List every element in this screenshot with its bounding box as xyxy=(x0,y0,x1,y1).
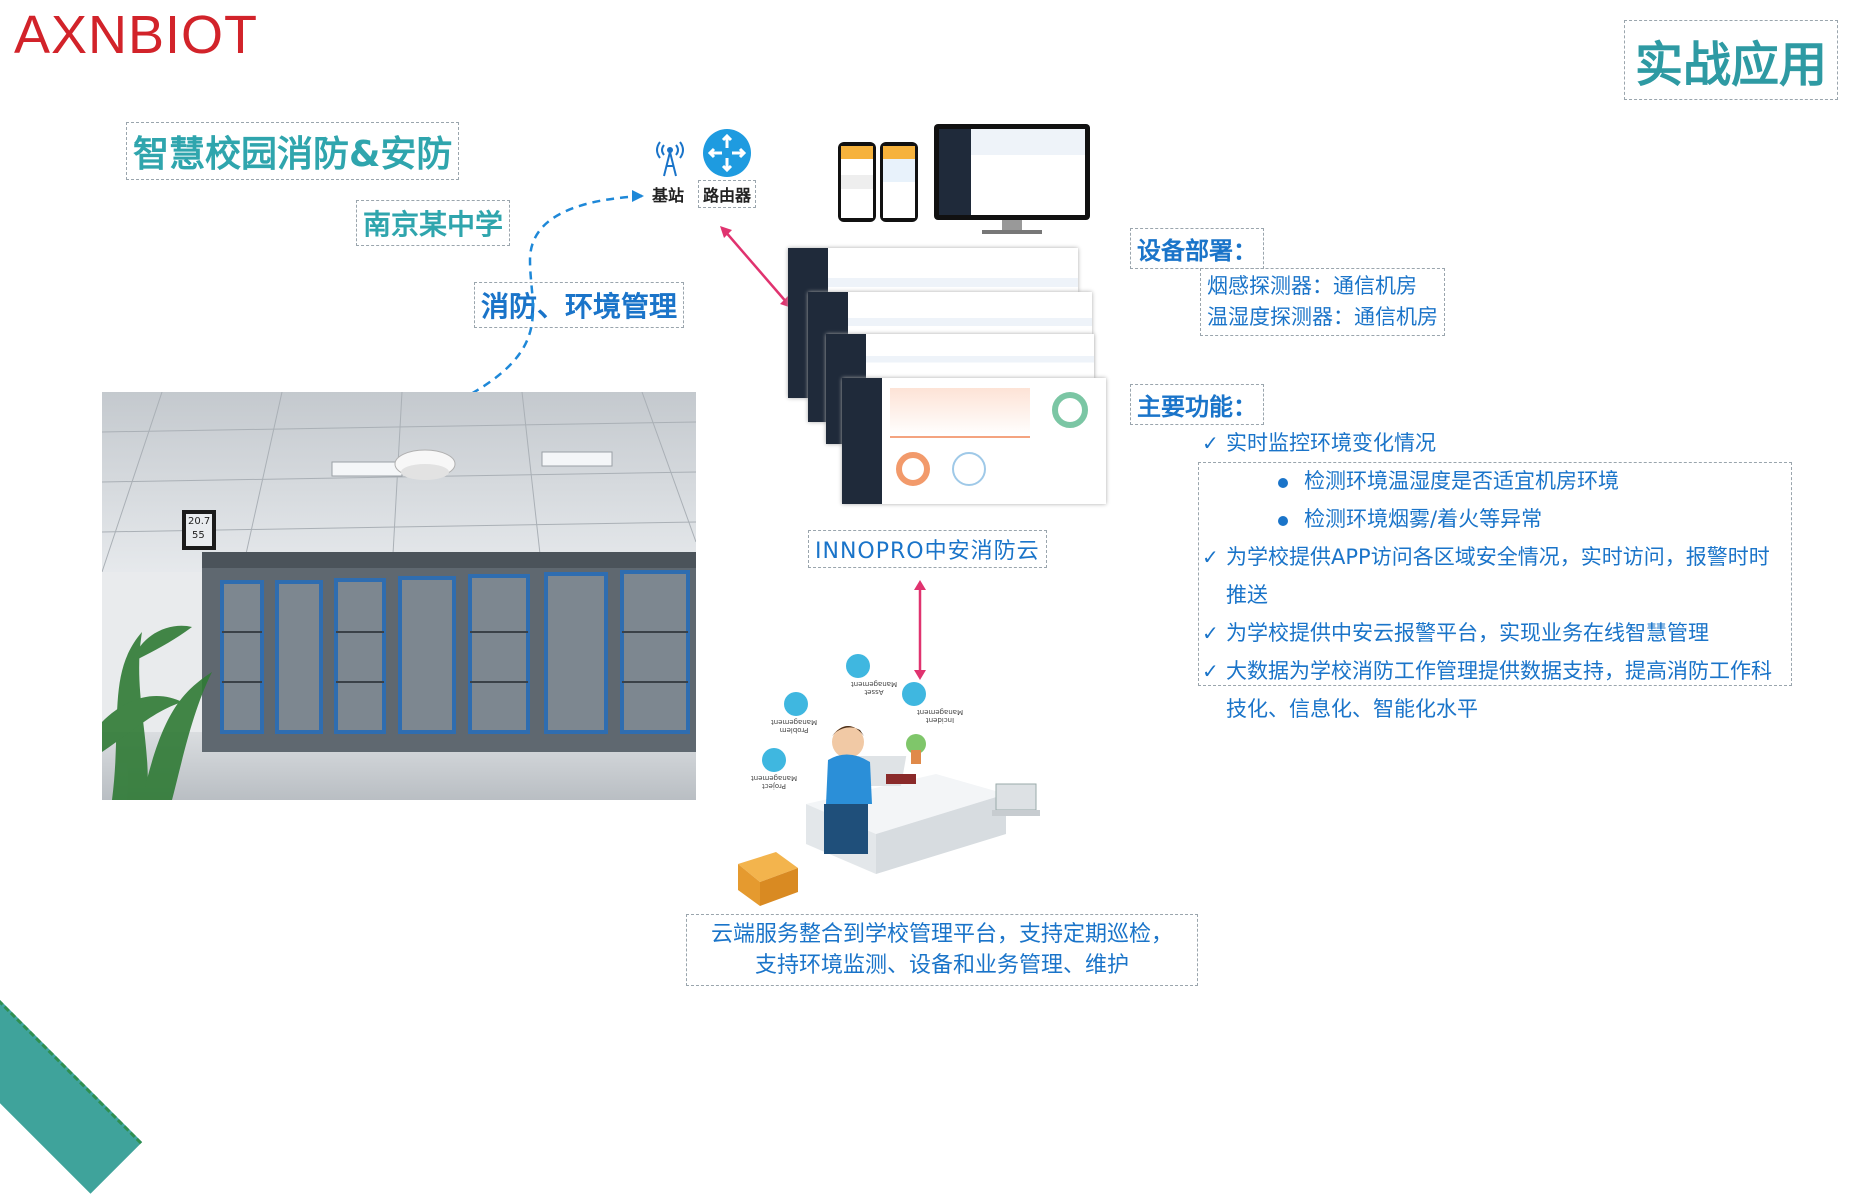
functions-list: ✓实时监控环境变化情况 检测环境温湿度是否适宜机房环境 检测环境烟雾/着火等异常… xyxy=(1202,424,1794,728)
base-station-icon xyxy=(650,134,690,178)
phone-mockup-1 xyxy=(838,142,876,222)
check-icon: ✓ xyxy=(1202,621,1219,645)
cloud-service-description: 云端服务整合到学校管理平台，支持定期巡检， 支持环境监测、设备和业务管理、维护 xyxy=(686,914,1198,986)
thermo-humidity-readout: 55 xyxy=(192,530,205,541)
company-logo: AXNBIOT xyxy=(14,5,259,65)
deployment-item: 烟感探测器：通信机房 xyxy=(1207,274,1417,298)
deployment-list: 烟感探测器：通信机房 温湿度探测器：通信机房 xyxy=(1200,268,1445,336)
function-subitem: 检测环境烟雾/着火等异常 xyxy=(1202,500,1794,538)
description-line-2: 支持环境监测、设备和业务管理、维护 xyxy=(754,953,1129,978)
router-label: 路由器 xyxy=(698,180,757,208)
router-icon xyxy=(702,128,752,178)
smoke-detector-icon xyxy=(394,449,456,480)
check-icon: ✓ xyxy=(1202,545,1219,569)
bullet-icon xyxy=(1278,515,1288,526)
section-title: 实战应用 xyxy=(1623,20,1838,100)
server-room-photo: 20.7 55 xyxy=(102,392,696,800)
function-item: ✓实时监控环境变化情况 xyxy=(1202,424,1794,462)
thermo-temp-readout: 20.7 xyxy=(188,516,211,527)
main-title: 智慧校园消防&安防 xyxy=(126,122,460,180)
asset-management-label: Asset Management xyxy=(850,680,898,696)
confidential-watermark: Extreme Confidenti al xyxy=(0,930,91,1079)
function-item-cont: 推送 xyxy=(1226,583,1268,607)
base-station-label: 基站 xyxy=(652,186,685,205)
description-line-1: 云端服务整合到学校管理平台，支持定期巡检， xyxy=(710,922,1173,947)
cloud-service-illustration: Asset Management Incident Management Pro… xyxy=(736,644,1086,906)
deployment-heading: 设备部署： xyxy=(1130,228,1264,269)
check-icon: ✓ xyxy=(1202,431,1219,455)
incident-management-label: Incident Management xyxy=(916,708,964,724)
deployment-item: 温湿度探测器：通信机房 xyxy=(1207,305,1438,329)
problem-management-label: Problem Management xyxy=(770,718,818,734)
function-item: ✓为学校提供中安云报警平台，实现业务在线智慧管理 xyxy=(1202,614,1794,652)
school-title: 南京某中学 xyxy=(356,200,511,246)
cloud-service-arrow xyxy=(914,580,926,680)
phone-mockup-2 xyxy=(880,142,918,222)
wireless-link-arrow xyxy=(456,190,644,408)
router-cloud-arrow xyxy=(720,226,792,308)
dashboard-screenshot-4 xyxy=(842,378,1106,504)
bullet-icon xyxy=(1278,477,1288,488)
project-management-label: Project Management xyxy=(750,774,798,790)
function-subitem: 检测环境温湿度是否适宜机房环境 xyxy=(1202,462,1794,500)
function-item: ✓为学校提供APP访问各区域安全情况，实时访问，报警时时 xyxy=(1202,538,1794,576)
monitor-mockup xyxy=(934,124,1090,234)
function-item-cont: 技化、信息化、智能化水平 xyxy=(1226,697,1478,721)
management-title: 消防、环境管理 xyxy=(474,282,685,328)
functions-heading: 主要功能： xyxy=(1130,384,1264,425)
function-item: ✓大数据为学校消防工作管理提供数据支持，提高消防工作科 xyxy=(1202,652,1794,690)
cloud-platform-label: INNOPRO中安消防云 xyxy=(808,530,1047,568)
check-icon: ✓ xyxy=(1202,659,1219,683)
